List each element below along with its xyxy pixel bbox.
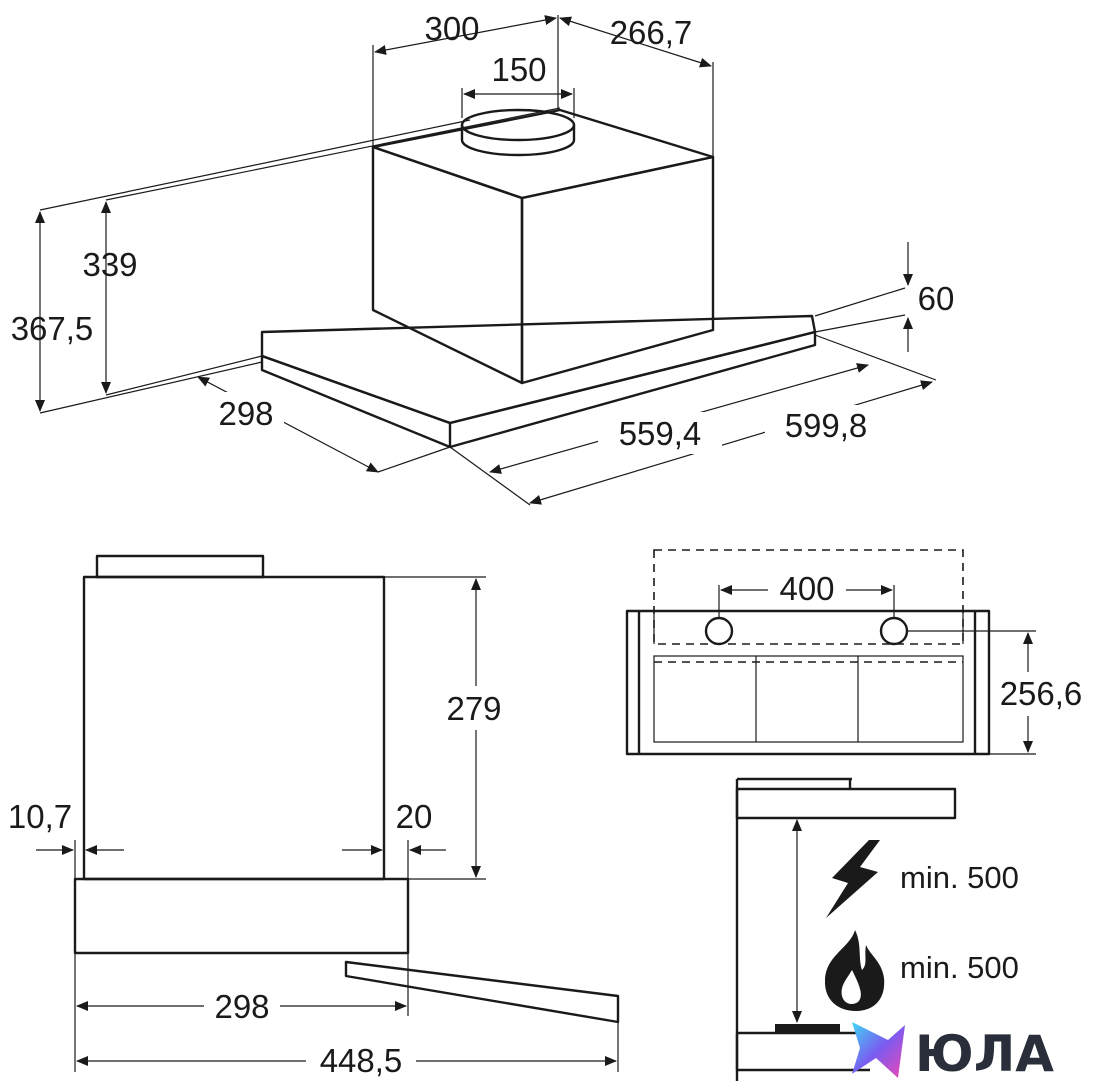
side-view: 279 10,7 20 298 448,5 (8, 554, 620, 1080)
base-top-face (260, 314, 817, 425)
dim-298-side: 298 (214, 988, 269, 1025)
base-front-edge (260, 354, 452, 449)
dim-298-top: 298 (218, 395, 273, 432)
front-filter-frame (653, 655, 964, 743)
side-chimney-body (82, 575, 386, 881)
front-chimney-outline (653, 549, 964, 645)
dim-line-300 (374, 15, 557, 55)
dim-20: 20 (396, 798, 433, 835)
side-chimney-top (95, 554, 265, 579)
dim-339: 339 (82, 246, 137, 283)
chimney-front (371, 145, 524, 385)
side-hood-body (73, 877, 410, 955)
flame-icon (824, 930, 885, 1011)
watermark: ЮЛА (852, 1022, 1054, 1081)
dim-279: 279 (446, 690, 501, 727)
clearance-view: min. 500 min. 500 (735, 777, 1019, 1081)
dim-300: 300 (424, 10, 479, 47)
mount-hole-right (879, 616, 909, 646)
dim-line-599-8 (529, 380, 933, 505)
dim-256-6: 256,6 (1000, 675, 1083, 712)
isometric-view: 300 266,7 150 339 367,5 60 298 559,4 59 (11, 10, 955, 506)
watermark-text: ЮЛА (915, 1025, 1054, 1081)
dim-367-5: 367,5 (11, 310, 94, 347)
dim-400: 400 (779, 570, 834, 607)
side-pullout-panel (344, 960, 620, 1024)
front-view: 400 256,6 (625, 549, 1092, 756)
dim-150: 150 (491, 51, 546, 88)
mount-hole-left (704, 616, 734, 646)
dim-448-5: 448,5 (320, 1042, 403, 1079)
dim-60: 60 (918, 280, 955, 317)
hob-burner (775, 1024, 840, 1033)
dim-559-4: 559,4 (619, 415, 702, 452)
dim-599-8: 599,8 (785, 407, 868, 444)
dim-266-7: 266,7 (610, 14, 693, 51)
watermark-logo-icon (852, 1022, 905, 1078)
dim-line-266-7 (559, 16, 712, 68)
front-hood-body (625, 609, 991, 756)
clearance-hood (735, 787, 957, 820)
clearance-electric: min. 500 (900, 860, 1019, 895)
lightning-icon (826, 840, 880, 918)
clearance-gas: min. 500 (900, 950, 1019, 985)
dim-10-7: 10,7 (8, 798, 72, 835)
hob-surface (735, 1031, 870, 1072)
chimney-side (520, 155, 715, 385)
